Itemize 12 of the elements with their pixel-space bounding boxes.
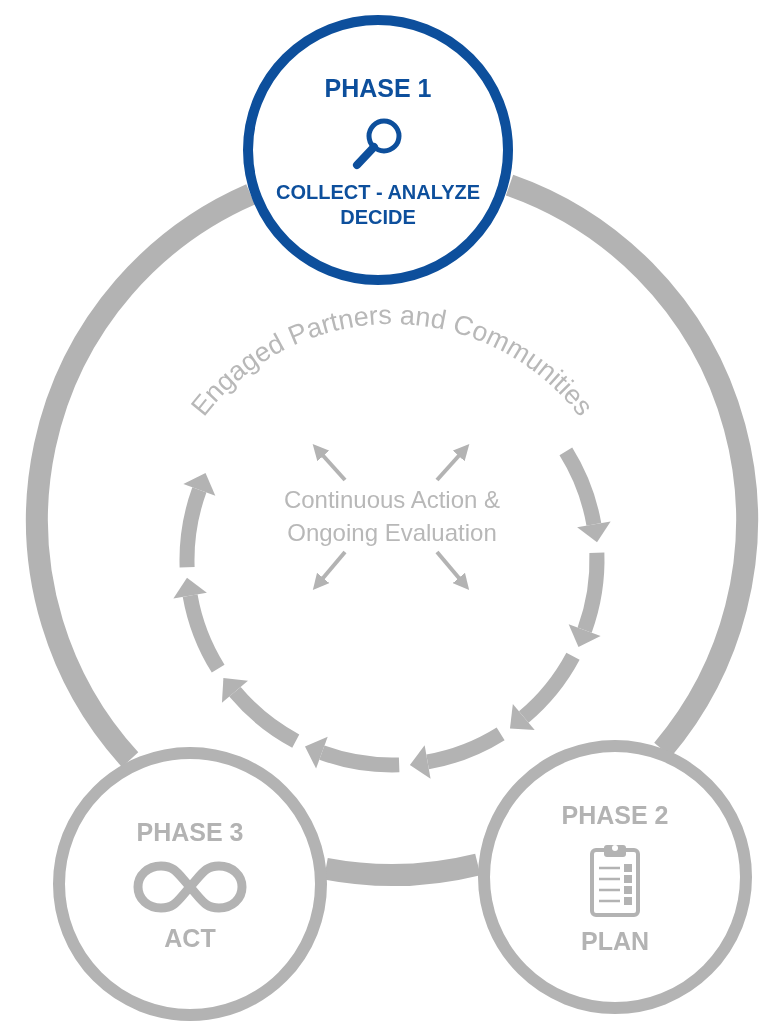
phase-title: PHASE 1 <box>324 73 432 105</box>
arrow <box>435 550 470 591</box>
ring-connector <box>26 184 256 767</box>
arrow <box>435 444 470 482</box>
arrow <box>312 444 347 482</box>
phase-title: PHASE 3 <box>136 816 244 848</box>
phase-action: ACT <box>164 923 216 955</box>
phase-action: PLAN <box>580 926 650 958</box>
arrow <box>312 550 347 591</box>
phase-action: COLLECT - ANALYZE DECIDE <box>274 179 482 230</box>
center-text: Continuous Action & Ongoing Evaluation <box>262 480 522 552</box>
phase-title: PHASE 2 <box>561 799 669 831</box>
